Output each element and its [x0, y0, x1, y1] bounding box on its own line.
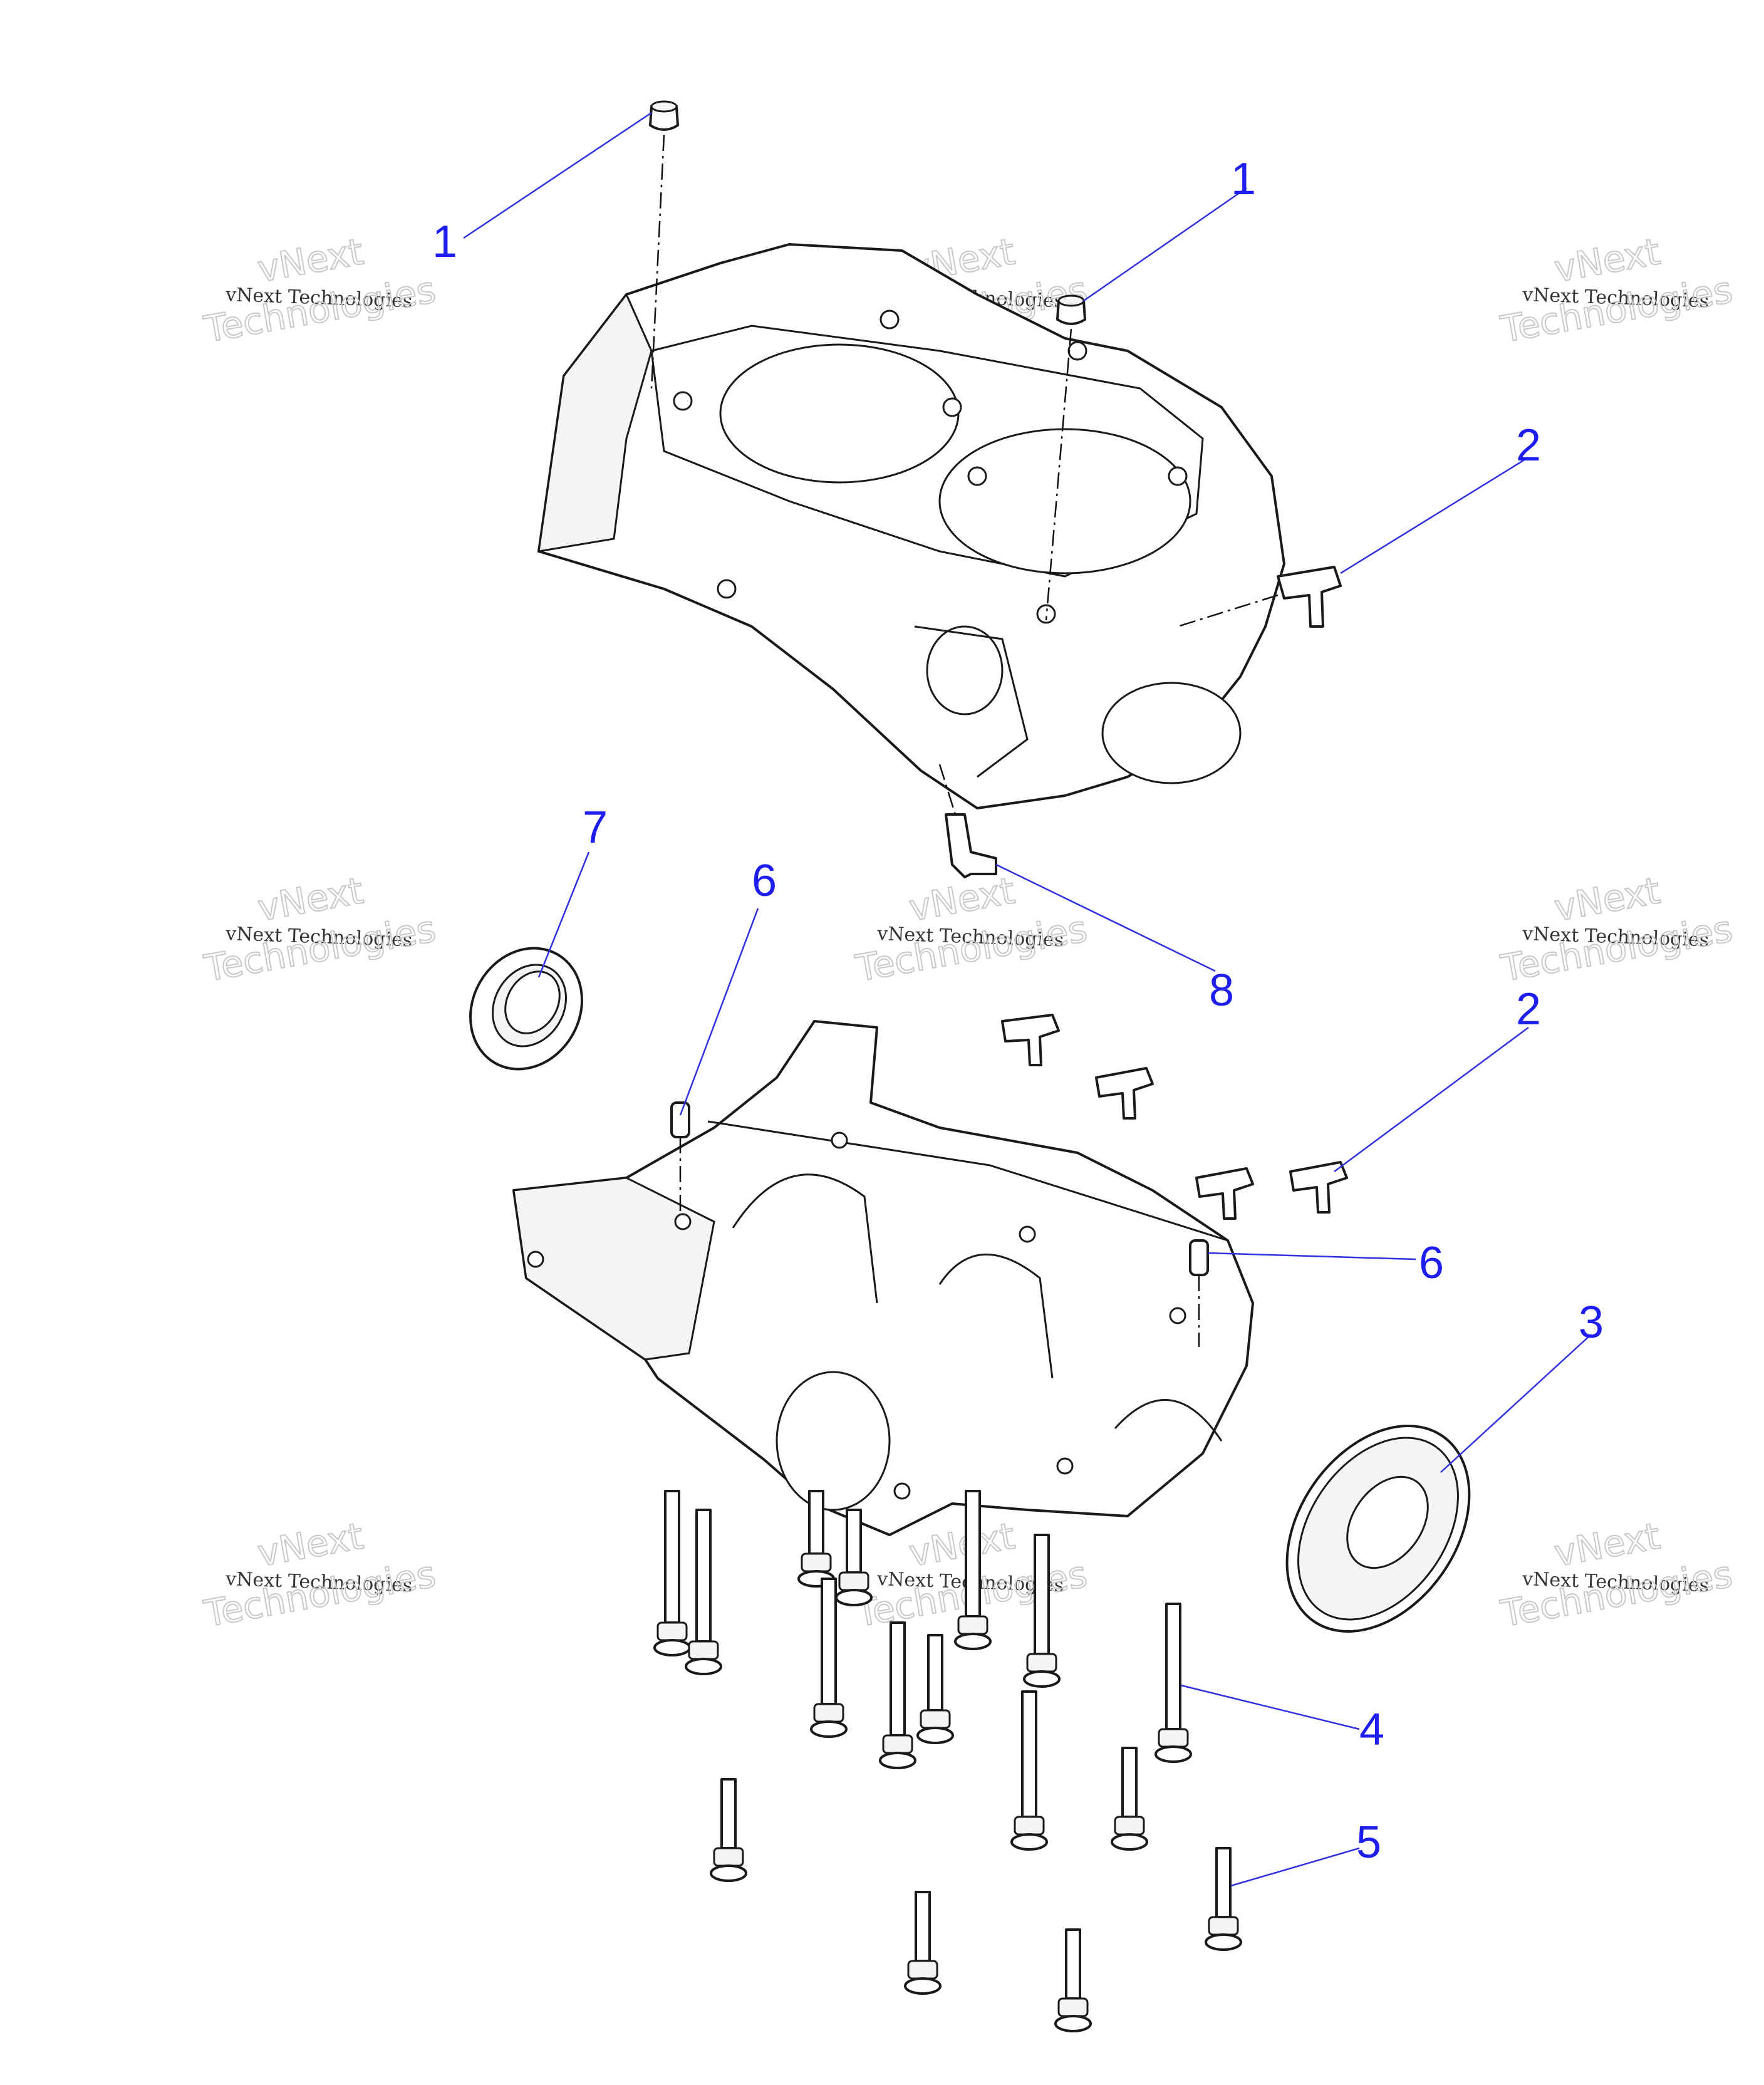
watermark-mid-right: vNext vNext Technologies Technologies: [1497, 868, 1736, 991]
long-bolt: [916, 1634, 954, 1744]
lower-crankcase: [512, 1020, 1254, 1536]
watermark-top-left: vNext vNext Technologies Technologies: [200, 229, 440, 351]
axis-line: [1045, 328, 1072, 621]
bolt-group-short: [710, 1747, 1242, 2032]
cylinder-bore-1: [719, 343, 960, 484]
watermark-outline-bottom: Technologies: [853, 907, 1091, 990]
callout-2-upper: 2: [1516, 420, 1541, 471]
callout-1-upper-left: 1: [432, 217, 457, 267]
watermark-bottom-left: vNext vNext Technologies Technologies: [200, 1514, 440, 1636]
upper-crankcase: [537, 243, 1285, 809]
callout-6-right: 6: [1419, 1238, 1444, 1288]
fitting-lower-2: [1095, 1067, 1154, 1120]
callout-labels: 1 1 2 2 3 4 5 6 6 7 8: [432, 154, 1604, 1868]
watermark-bottom-right: vNext vNext Technologies Technologies: [1497, 1514, 1736, 1636]
watermark-outline-top: vNext: [1551, 230, 1663, 290]
watermark-outline-bottom: Technologies: [1498, 907, 1736, 990]
long-bolt: [685, 1509, 722, 1675]
fitting-upper-right: [1277, 566, 1342, 628]
watermark-outline-bottom: Technologies: [1498, 1552, 1736, 1635]
watermark-outline-bottom: Technologies: [201, 1552, 439, 1635]
dowel-pin-left: [670, 1101, 690, 1138]
watermark-outline-top: vNext: [254, 1514, 366, 1574]
watermark-outline-bottom: Technologies: [1498, 268, 1736, 351]
leader-2b: [1334, 1026, 1529, 1173]
cylinder-bore-2: [938, 428, 1191, 575]
lower-bearing-bore: [776, 1371, 891, 1511]
leader-lines: [463, 112, 1592, 1887]
leader-1a: [463, 112, 652, 239]
dowel-cap-top-left: [649, 100, 679, 131]
leader-6a: [679, 908, 759, 1116]
crank-journal-opening: [1101, 682, 1242, 784]
leader-1b: [1083, 187, 1247, 302]
short-bolt: [1205, 1847, 1242, 1951]
watermark-outline-bottom: Technologies: [201, 268, 439, 351]
watermark-mid-left: vNext vNext Technologies Technologies: [200, 868, 440, 991]
callout-4: 4: [1359, 1705, 1384, 1755]
watermark-outline-top: vNext: [1551, 869, 1663, 929]
watermark-outline-top: vNext: [1551, 1514, 1663, 1574]
axis-line: [1177, 594, 1279, 628]
short-bolt: [710, 1778, 747, 1882]
leader-2a: [1340, 456, 1529, 575]
watermark-outline-top: vNext: [906, 1514, 1018, 1574]
leader-8: [995, 863, 1216, 972]
long-bolt: [653, 1490, 691, 1656]
callout-1-upper-right: 1: [1231, 154, 1256, 204]
watermark-mid-center: vNext vNext Technologies Technologies: [852, 868, 1091, 991]
axis-line: [650, 134, 665, 389]
callout-2-lower: 2: [1516, 984, 1541, 1034]
dowel-pin-right: [1189, 1239, 1209, 1276]
short-bolt: [904, 1891, 942, 1995]
long-bolt: [835, 1509, 873, 1606]
callout-5: 5: [1356, 1817, 1381, 1868]
side-port: [926, 625, 1004, 715]
leader-4: [1180, 1684, 1360, 1730]
callout-3: 3: [1579, 1297, 1604, 1348]
short-bolt: [1054, 1928, 1092, 2032]
callout-8: 8: [1209, 965, 1234, 1016]
long-bolt: [879, 1621, 916, 1769]
dowel-cap-top-right: [1056, 294, 1086, 325]
axis-line: [938, 764, 957, 815]
callout-7: 7: [583, 803, 608, 853]
callout-6-left: 6: [752, 856, 777, 906]
long-bolt: [1023, 1534, 1061, 1688]
seal-plate: [1285, 1425, 1471, 1633]
short-bolt: [1111, 1747, 1148, 1851]
long-bolt: [1010, 1690, 1048, 1851]
long-bolt: [954, 1490, 992, 1650]
leader-7: [537, 851, 590, 978]
leader-3: [1440, 1334, 1592, 1473]
watermark-outline-top: vNext: [254, 230, 366, 290]
fitting-lower-1: [1001, 1014, 1060, 1066]
watermark-outline-bottom: Technologies: [201, 907, 439, 990]
watermark-outline-top: vNext: [906, 869, 1018, 929]
oil-seal: [469, 947, 583, 1071]
long-bolt: [810, 1578, 848, 1738]
leader-6b: [1207, 1252, 1416, 1261]
leader-5: [1230, 1847, 1360, 1887]
bolt-group-long: [653, 1490, 1192, 1851]
long-bolt: [1154, 1603, 1192, 1763]
angled-fitting: [945, 813, 997, 878]
fitting-lower-3: [1195, 1167, 1254, 1220]
watermark-top-right: vNext vNext Technologies Technologies: [1497, 229, 1736, 351]
fitting-lower-4: [1289, 1161, 1348, 1214]
watermark-outline-top: vNext: [254, 869, 366, 929]
